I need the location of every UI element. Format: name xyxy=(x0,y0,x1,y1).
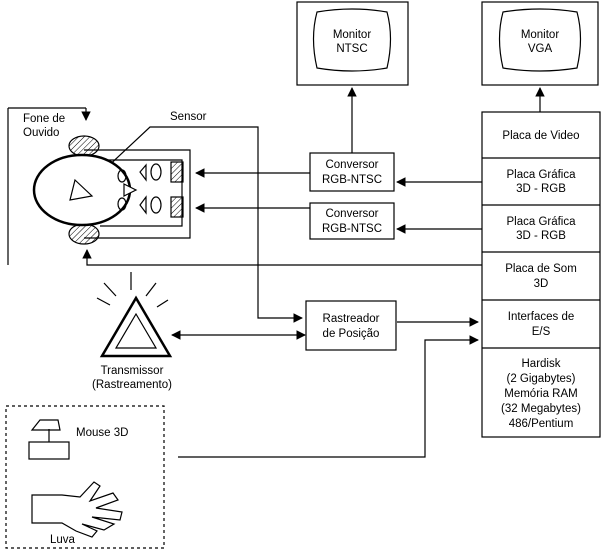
card-sound-line1: Placa de Som xyxy=(505,263,577,275)
sensor-icon xyxy=(69,178,94,201)
tracker-line2: de Posição xyxy=(323,328,380,340)
card-system-line2: (2 Gigabytes) xyxy=(506,373,575,385)
monitor-vga-line1: Monitor xyxy=(521,29,560,41)
converter-2-line2: RGB-NTSC xyxy=(322,223,382,235)
card-sound-line2: 3D xyxy=(534,278,549,290)
sensor-label: Sensor xyxy=(170,111,207,123)
monitor-ntsc-line1: Monitor xyxy=(333,29,372,41)
sensor-line xyxy=(86,126,303,323)
display-bottom-icon xyxy=(170,196,184,218)
display-top-icon xyxy=(170,161,184,183)
input-devices: Mouse 3D Luva xyxy=(5,405,165,549)
card-interfaces-line1: Interfaces de xyxy=(508,311,574,323)
card-graphics1-line2: 3D - RGB xyxy=(516,183,566,195)
card-graphics1-line1: Placa Gráfica xyxy=(506,169,576,181)
converter-2: Conversor RGB-NTSC xyxy=(309,202,395,240)
card-video-label: Placa de Video xyxy=(502,130,579,142)
transmitter-line1: Transmissor xyxy=(101,365,164,377)
transmitter: Transmissor (Rastreamento) xyxy=(92,272,173,391)
card-graphics2-line1: Placa Gráfica xyxy=(506,216,576,228)
headphone-line2: Ouvido xyxy=(23,127,59,139)
transmitter-line2: (Rastreamento) xyxy=(92,379,172,391)
glove-icon xyxy=(31,481,123,538)
mouse-3d-label: Mouse 3D xyxy=(76,427,128,439)
mouse-3d-icon xyxy=(28,419,70,460)
monitor-ntsc-line2: NTSC xyxy=(336,43,367,55)
monitor-vga: Monitor VGA xyxy=(481,1,599,86)
monitor-ntsc: Monitor NTSC xyxy=(296,1,409,86)
glove-label: Luva xyxy=(50,534,76,546)
converter-1: Conversor RGB-NTSC xyxy=(309,152,395,192)
card-graphics2-line2: 3D - RGB xyxy=(516,230,566,242)
transmitter-icon xyxy=(99,295,173,358)
headphone-line1: Fone de xyxy=(23,113,65,125)
position-tracker: Rastreador de Posição xyxy=(305,300,397,351)
headset: Fone de Ouvido xyxy=(7,107,191,265)
converter-1-line1: Conversor xyxy=(325,159,378,171)
arrow-input-to-interfaces xyxy=(178,335,479,458)
earphone-bottom-icon xyxy=(68,223,100,245)
converter-1-line2: RGB-NTSC xyxy=(322,174,382,186)
card-system-line1: Hardisk xyxy=(522,358,561,370)
card-system-line5: 486/Pentium xyxy=(509,418,574,430)
converter-2-line1: Conversor xyxy=(325,208,378,220)
monitor-vga-line2: VGA xyxy=(528,43,553,55)
earphone-top-icon xyxy=(68,135,100,157)
tracker-line1: Rastreador xyxy=(323,313,380,325)
computer-stack: Placa de Video Placa Gráfica 3D - RGB Pl… xyxy=(481,111,601,438)
arrow-sound-to-headphone xyxy=(82,249,482,266)
card-system-line4: (32 Megabytes) xyxy=(501,403,581,415)
card-interfaces-line2: E/S xyxy=(532,326,551,338)
card-system-line3: Memória RAM xyxy=(504,388,577,400)
